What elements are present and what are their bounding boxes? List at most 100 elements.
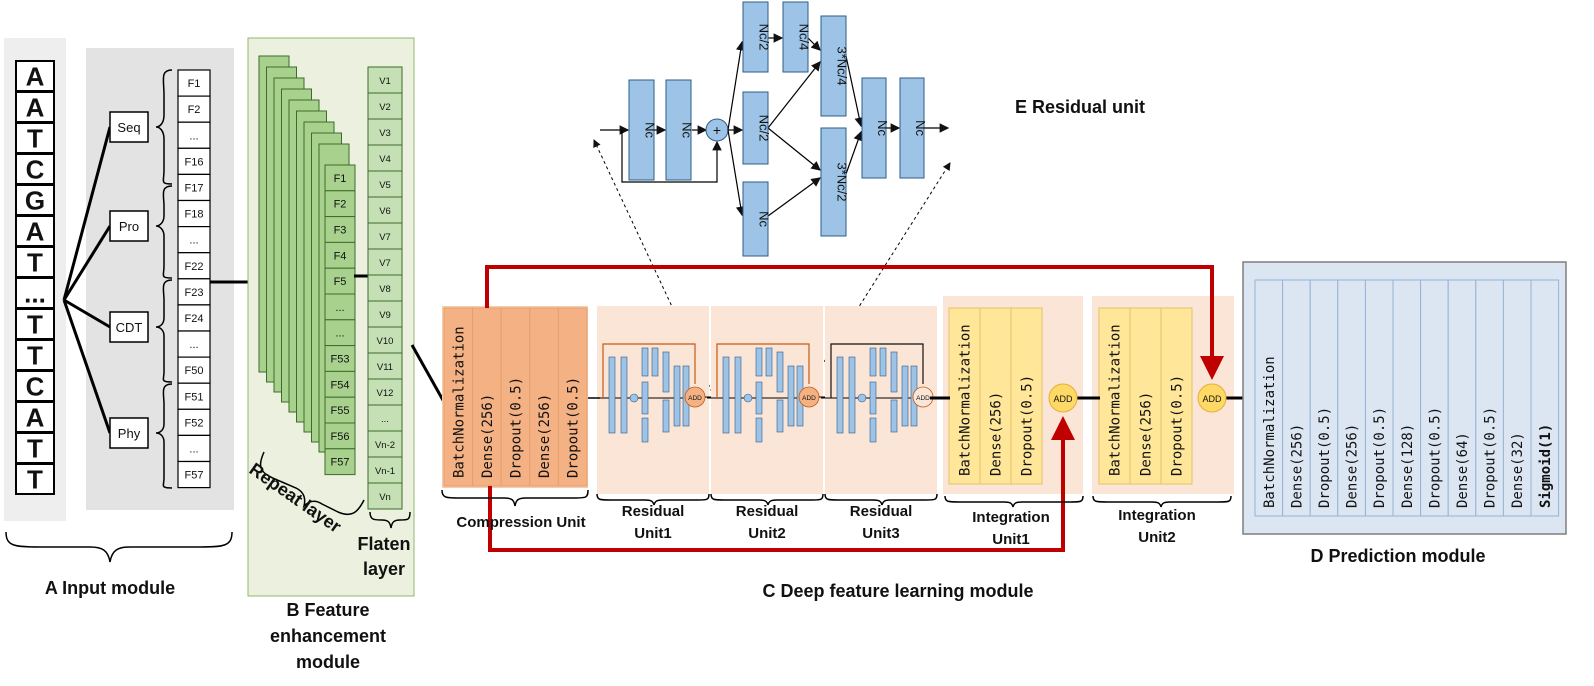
flaten-label: layer xyxy=(363,559,405,579)
residual-unit3-label: Residual xyxy=(850,503,913,520)
unit-brace xyxy=(441,489,589,507)
mini-conv-block xyxy=(755,381,763,415)
flatten-cell xyxy=(367,456,403,484)
unit-brace xyxy=(710,493,824,506)
flatten-label: V5 xyxy=(379,180,391,191)
conv-block-label: Nc xyxy=(875,120,890,136)
feature-cell xyxy=(177,304,211,332)
flatten-label: V6 xyxy=(379,206,391,217)
feature-label: F52 xyxy=(185,417,204,429)
mini-conv-block xyxy=(755,347,763,377)
sequence-letter: A xyxy=(26,62,45,92)
flatten-label: V9 xyxy=(379,310,391,321)
stack-feature-cell xyxy=(324,345,356,372)
add-node-label: ADD xyxy=(1053,394,1073,404)
feature-cell xyxy=(177,278,211,306)
sequence-letter: T xyxy=(27,341,43,371)
feature-cell xyxy=(177,460,211,489)
stack-feature-cell xyxy=(324,164,356,192)
feature-cell xyxy=(177,69,211,97)
sequence-letter: C xyxy=(26,155,45,185)
conv-block xyxy=(742,91,769,165)
stack-feature-cell xyxy=(324,319,356,347)
integration-unit1-label: Integration xyxy=(972,509,1050,526)
compression-layer-label: Dense(256) xyxy=(537,394,553,478)
stack-feature-cell xyxy=(324,267,356,295)
sequence-cell xyxy=(15,308,55,340)
feature-label: F51 xyxy=(185,391,204,403)
feature-label: ... xyxy=(189,443,198,455)
mini-conv-block xyxy=(901,365,909,427)
flaten-layer-brace xyxy=(369,511,411,529)
prediction-layer-label: Dense(256) xyxy=(1345,424,1361,508)
mini-conv-block xyxy=(755,417,763,443)
flatten-cell xyxy=(367,404,403,432)
feature-label: F16 xyxy=(185,156,204,168)
flow-arrow xyxy=(807,37,821,51)
integration2-layer-label: BatchNormalization xyxy=(1108,324,1124,476)
residual-unit1-label: Residual xyxy=(622,503,685,520)
deep-feature-module: BatchNormalization Dense(256) Dropout(0.5)… xyxy=(441,265,1256,601)
encoding-branch-box xyxy=(109,111,149,143)
mini-conv-block xyxy=(776,399,784,433)
conv-block-label: 3*Nc/4 xyxy=(835,46,850,85)
fan-line xyxy=(62,299,112,434)
mini-conv-block xyxy=(651,347,659,377)
integration1-layer xyxy=(979,307,1012,485)
mini-conv-block xyxy=(848,356,856,434)
feature-cell xyxy=(177,147,211,176)
sequence-letter: T xyxy=(27,434,43,464)
prediction-layer xyxy=(1392,279,1422,517)
skip-connection xyxy=(602,343,696,398)
sequence-cell xyxy=(15,463,55,495)
feature-cell xyxy=(177,330,211,358)
integration2-layer xyxy=(1098,307,1131,485)
prediction-layer-label: Dropout(0.5) xyxy=(1372,407,1388,508)
conv-block-label: Nc xyxy=(757,211,772,227)
integration2-layer-label: Dropout(0.5) xyxy=(1170,375,1186,476)
sequence-letter: T xyxy=(27,465,43,495)
stack-feature-label: F3 xyxy=(334,225,347,237)
feature-label: ... xyxy=(189,339,198,351)
conv-block xyxy=(742,1,769,73)
prediction-layer-label: Dense(32) xyxy=(1510,432,1526,508)
feature-cell xyxy=(177,199,211,228)
stack-feature-label: F4 xyxy=(334,250,347,262)
deep-module-caption: C Deep feature learning module xyxy=(762,581,1033,601)
flatten-label: V3 xyxy=(379,128,391,139)
flatten-label: V2 xyxy=(379,102,391,113)
feature-label: ... xyxy=(189,235,198,247)
flow-arrow xyxy=(767,127,821,171)
conv-block xyxy=(899,77,925,179)
mini-conv-block xyxy=(641,347,649,377)
integration1-layer xyxy=(1010,307,1043,485)
feature-brace xyxy=(155,185,173,279)
flatten-cell xyxy=(367,170,403,198)
feature-module-caption: B Feature xyxy=(286,600,369,620)
prediction-layer-label: BatchNormalization xyxy=(1262,356,1278,508)
feature-label: F50 xyxy=(185,365,204,377)
stack-feature-label: F53 xyxy=(331,354,350,366)
mini-conv-block xyxy=(662,351,670,393)
conv-block-label: Nc/2 xyxy=(757,115,772,142)
add-node-label: ADD xyxy=(916,395,930,402)
residual-unit1-label: Unit1 xyxy=(634,525,672,542)
sequence-cell xyxy=(15,91,55,123)
conv-block xyxy=(820,15,847,117)
conv-block xyxy=(742,181,769,257)
prediction-layer-label: Dropout(0.5) xyxy=(1483,407,1499,508)
mini-conv-block xyxy=(608,356,616,434)
residual-unit2-label: Residual xyxy=(736,503,799,520)
conv-block-label: Nc xyxy=(913,120,928,136)
flatten-label: V11 xyxy=(377,362,393,373)
stack-feature-label: F55 xyxy=(331,405,350,417)
prediction-layer xyxy=(1337,279,1366,517)
flatten-cell xyxy=(367,222,403,250)
unit-brace xyxy=(1092,495,1232,508)
flatten-cell xyxy=(367,482,403,510)
sequence-cell xyxy=(15,277,55,309)
prediction-layer xyxy=(1309,279,1339,517)
skip-connection-red xyxy=(485,265,1224,380)
mini-conv-block xyxy=(620,356,628,434)
